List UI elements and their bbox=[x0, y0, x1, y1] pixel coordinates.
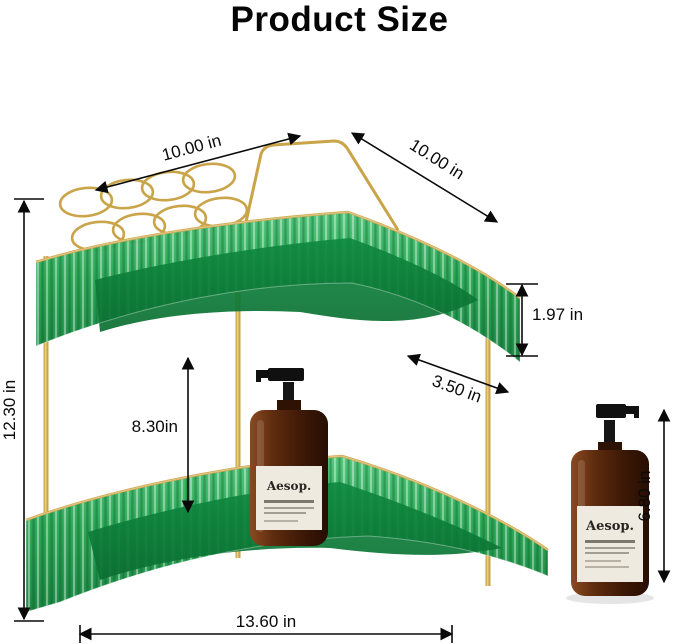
dimension-top-left-width: 10.00 in bbox=[94, 131, 302, 194]
dimension-label-bottle-height: 6.80 in bbox=[635, 470, 654, 521]
support-poles bbox=[43, 256, 491, 602]
lower-tier-gold-rim bbox=[25, 454, 549, 552]
dimension-label-overall-width: 13.60 in bbox=[236, 612, 297, 631]
dimension-rim-height: 1.97 in bbox=[506, 283, 583, 357]
dimension-label-shelf-depth: 3.50 in bbox=[430, 371, 484, 406]
page-title: Product Size bbox=[230, 0, 449, 39]
standalone-bottle: Aesop. bbox=[566, 404, 654, 604]
dimension-bottle-height: 6.80 in bbox=[635, 408, 671, 584]
standalone-bottle-pump bbox=[604, 420, 615, 448]
dimension-label-top-right-width: 10.00 in bbox=[406, 135, 467, 183]
dimension-label-overall-height: 12.30 in bbox=[0, 380, 19, 441]
dimension-label-rim-height: 1.97 in bbox=[532, 305, 583, 324]
dimension-overall-height: 12.30 in bbox=[0, 198, 44, 622]
corner-shelf-organizer: Aesop. Aesop. bbox=[25, 139, 654, 613]
shelf-bottle: Aesop. bbox=[250, 368, 328, 546]
shelf-bottle-pump bbox=[283, 382, 294, 404]
dimension-label-between-tiers: 8.30in bbox=[132, 417, 178, 436]
shelf-bottle-label bbox=[256, 466, 322, 530]
shelf-bottle-brand-text: Aesop. bbox=[266, 479, 311, 493]
dimension-top-right-width: 10.00 in bbox=[350, 132, 499, 223]
upper-tier-gold-rim bbox=[35, 210, 521, 299]
standalone-bottle-label bbox=[577, 506, 643, 582]
upper-tier bbox=[35, 210, 521, 364]
standalone-bottle-brand-text: Aesop. bbox=[585, 519, 634, 534]
dimension-between-tiers: 8.30in bbox=[132, 356, 195, 514]
dimension-overall-width: 13.60 in bbox=[78, 612, 454, 643]
dimension-shelf-depth: 3.50 in bbox=[406, 353, 510, 406]
